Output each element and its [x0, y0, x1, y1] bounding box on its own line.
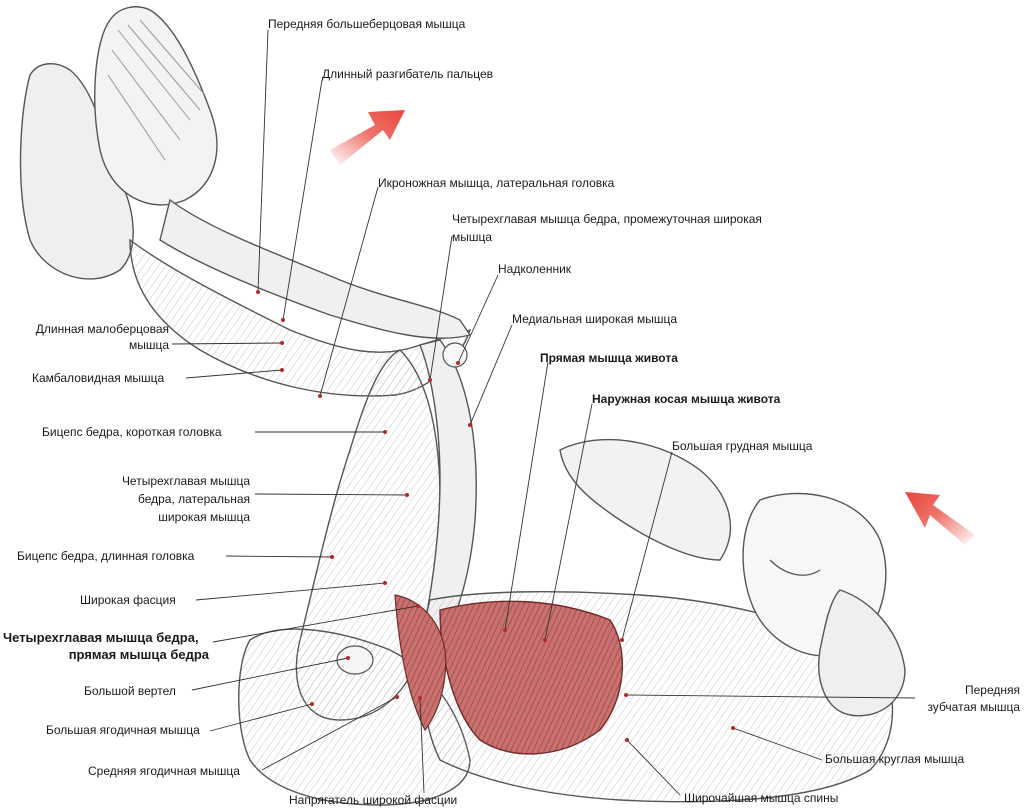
- shoes: [19, 6, 218, 280]
- arms-head: [559, 438, 906, 717]
- torso: [394, 591, 894, 803]
- label-rectus-femoris-line2: прямая мышца бедра: [68, 647, 209, 662]
- label-biceps-short: Бицепс бедра, короткая головка: [42, 425, 222, 439]
- arrow-up-right-icon: [330, 110, 405, 165]
- label-external-oblique: Наружная косая мышца живота: [592, 392, 781, 406]
- label-vastus-intermedius-line1: Четырехглавая мышца бедра, промежуточная…: [452, 212, 762, 226]
- label-serratus-anterior-line1: Передняя: [964, 683, 1020, 697]
- leader-lines: [171, 29, 916, 796]
- label-greater-trochanter: Большой вертел: [84, 684, 176, 698]
- label-patella: Надколенник: [498, 262, 572, 276]
- leader-dots: [256, 290, 735, 742]
- label-latissimus-dorsi: Широчайшая мышца спины: [684, 791, 839, 805]
- label-peroneus-longus-line2: мышца: [128, 338, 169, 352]
- label-vastus-intermedius-line2: мышца: [452, 230, 493, 244]
- motion-arrows: [330, 110, 975, 545]
- arrow-up-left-icon: [905, 492, 975, 545]
- label-teres-major: Большая круглая мышца: [825, 752, 965, 766]
- rectus-abdominis-highlight: [439, 600, 624, 755]
- label-biceps-long: Бицепс бедра, длинная головка: [17, 549, 195, 563]
- label-serratus-anterior-line2: зубчатая мышца: [927, 700, 1020, 714]
- label-rectus-abdominis: Прямая мышца живота: [540, 351, 678, 365]
- label-extensor-digitorum-longus: Длинный разгибатель пальцев: [322, 67, 493, 81]
- label-vastus-medialis: Медиальная широкая мышца: [512, 312, 678, 326]
- label-vastus-lateralis-line3: широкая мышца: [158, 510, 250, 524]
- label-tibialis-anterior: Передняя большеберцовая мышца: [268, 17, 466, 31]
- label-peroneus-longus-line1: Длинная малоберцовая: [35, 322, 169, 336]
- label-gastrocnemius-lateral: Икроножная мышца, латеральная головка: [378, 176, 615, 190]
- label-rectus-femoris-line1: Четырехглавая мышца бедра,: [3, 630, 199, 645]
- label-vastus-lateralis-line2: бедра, латеральная: [137, 492, 250, 506]
- label-vastus-lateralis-line1: Четырехглавая мышца: [121, 474, 250, 488]
- label-gluteus-medius: Средняя ягодичная мышца: [88, 764, 240, 778]
- label-pectoralis-major: Большая грудная мышца: [672, 439, 813, 453]
- label-gluteus-maximus: Большая ягодичная мышца: [46, 723, 200, 737]
- label-fascia-lata: Широкая фасция: [80, 593, 176, 607]
- label-tensor-fasciae-latae: Напрягатель широкой фасции: [289, 793, 458, 807]
- label-soleus: Камбаловидная мышца: [32, 371, 165, 385]
